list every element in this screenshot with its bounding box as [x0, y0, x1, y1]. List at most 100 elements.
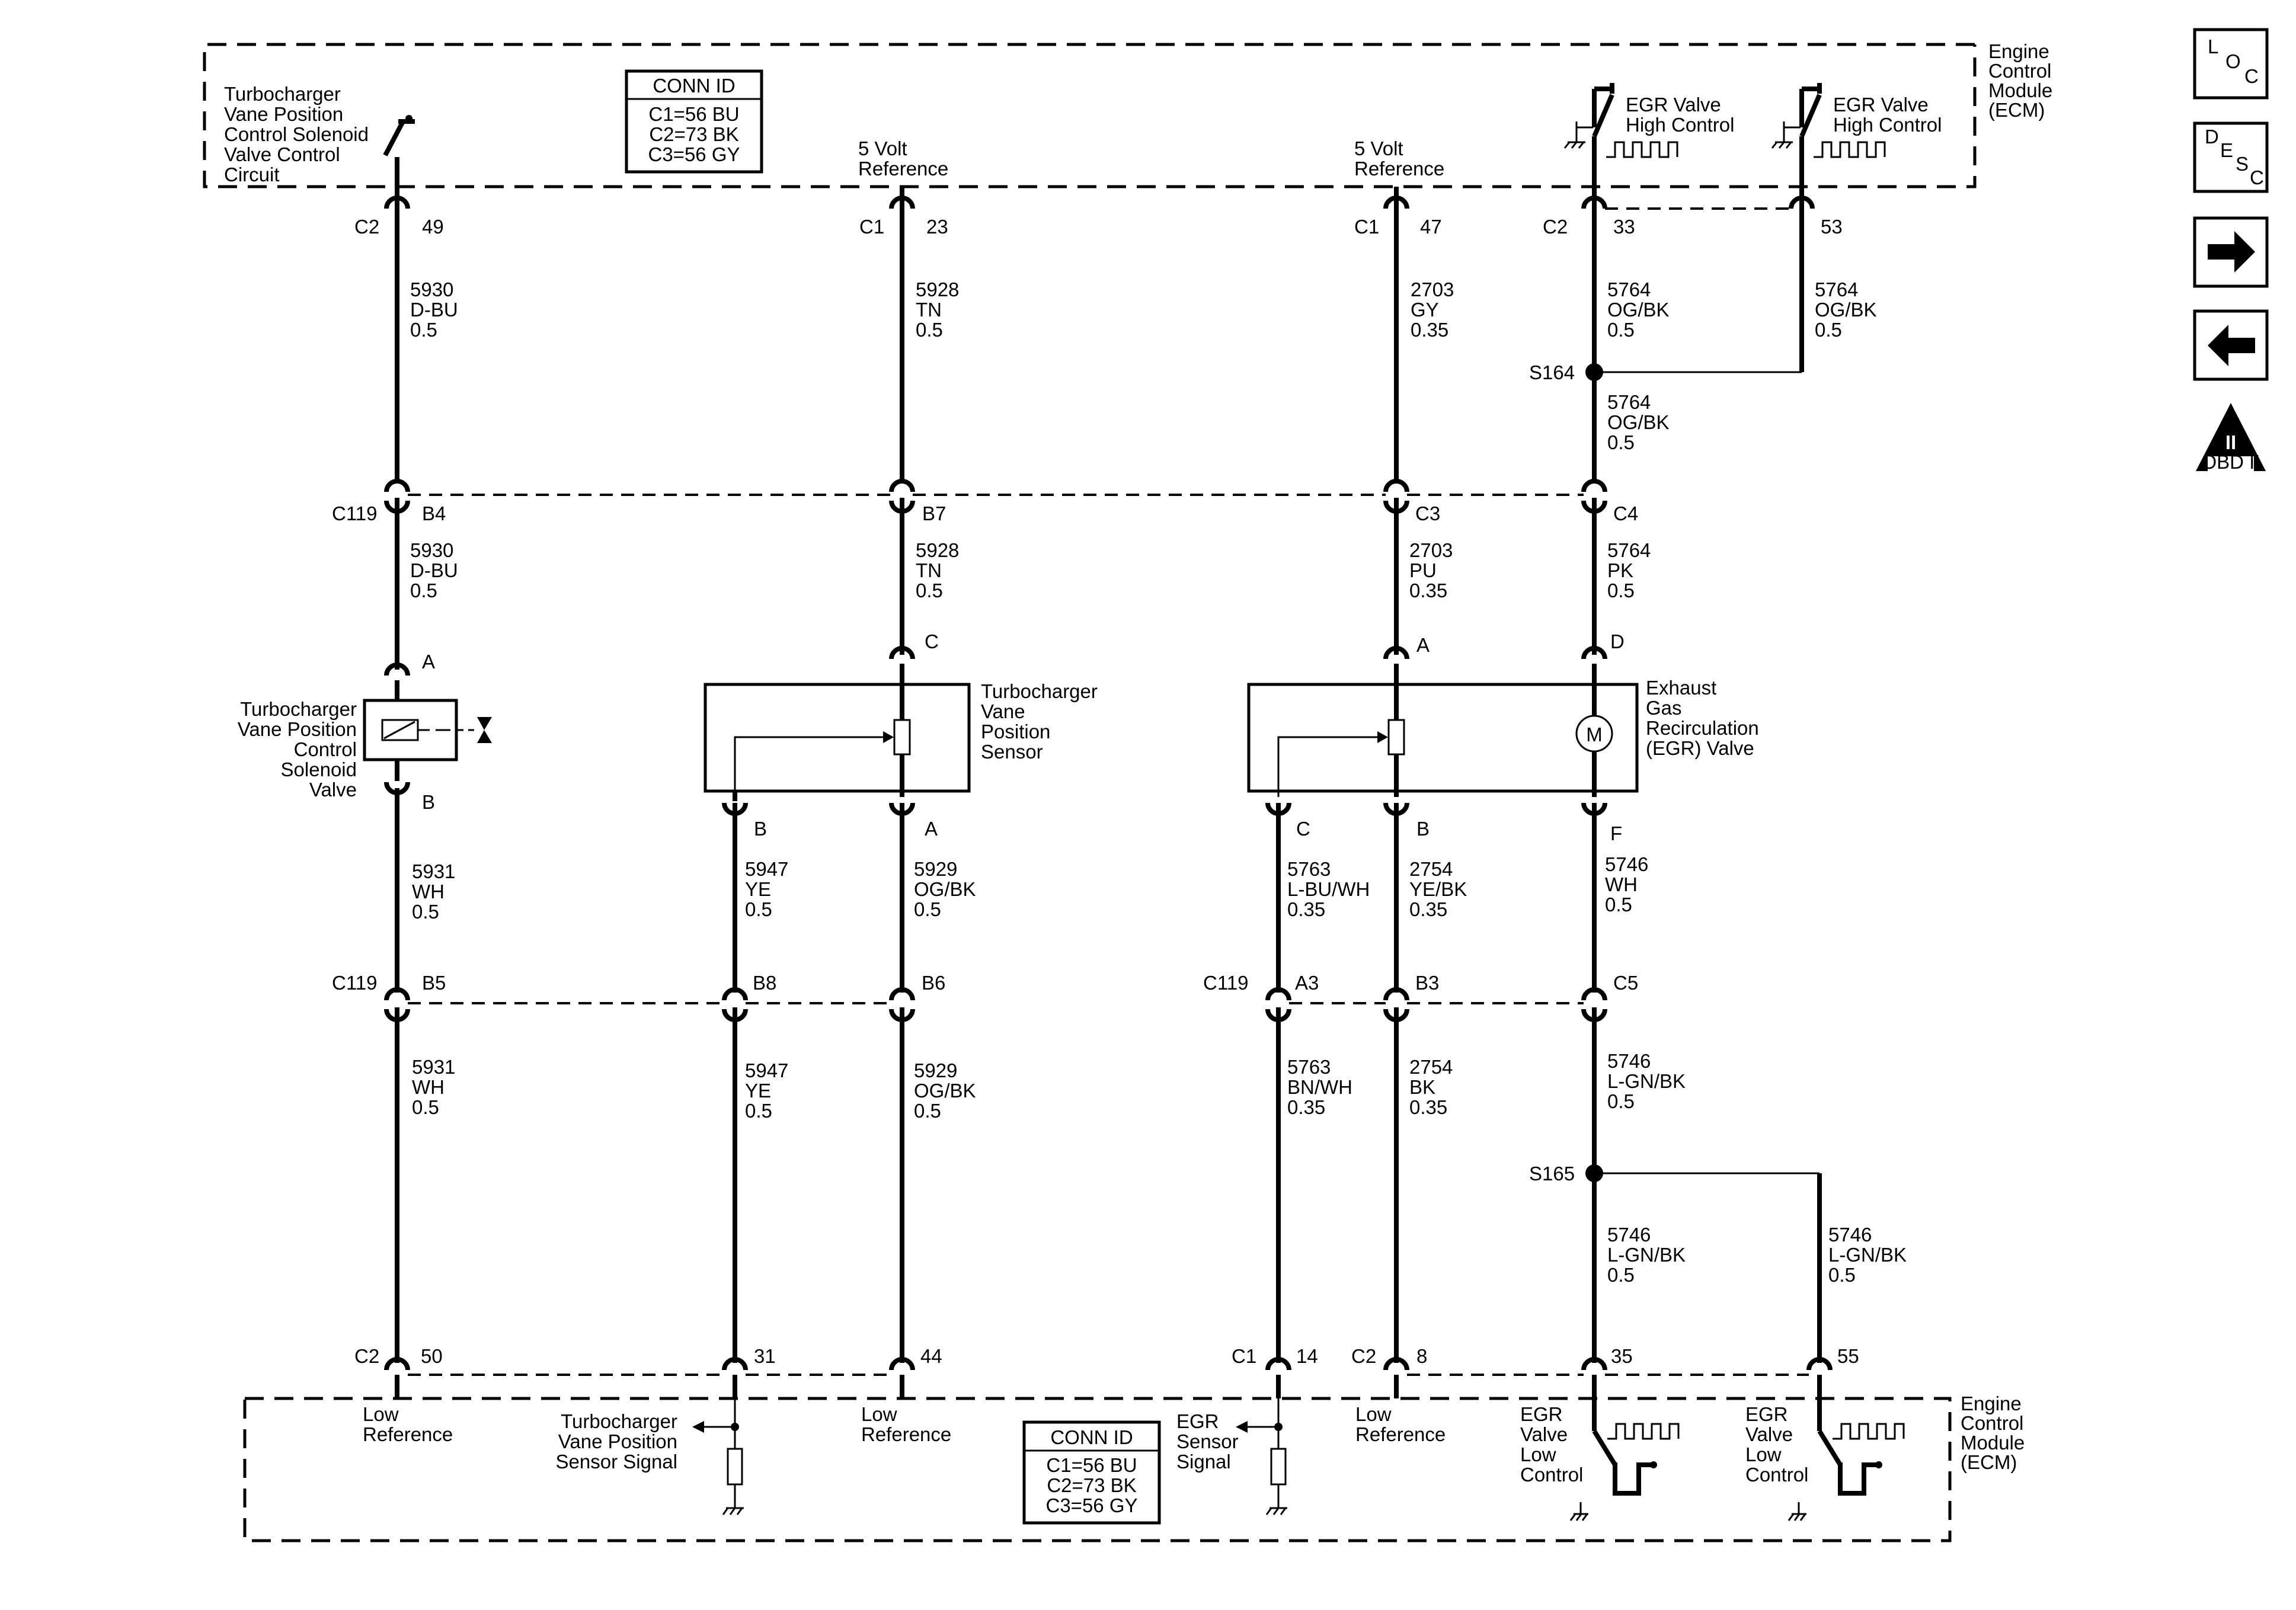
- label-line: 0.35: [1409, 898, 1447, 920]
- label-line: L-GN/BK: [1828, 1244, 1907, 1266]
- label-line: 0.5: [914, 898, 941, 920]
- label-line: 0.5: [745, 898, 772, 920]
- solenoid-pin-a: A: [422, 651, 435, 673]
- label-line: 2754: [1409, 858, 1453, 880]
- label-line: Valve Control: [224, 143, 340, 165]
- nav-desc-e: E: [2220, 139, 2233, 161]
- label-line: Control: [1520, 1464, 1583, 1486]
- label-line: BN/WH: [1287, 1076, 1352, 1098]
- label-line: 0.5: [1815, 319, 1842, 341]
- label-line: 0.35: [1409, 580, 1447, 601]
- label-line: Reference: [861, 1423, 951, 1445]
- egr-valve-pin-f: F: [1610, 822, 1622, 844]
- pin-bottom-w4-num: 35: [1611, 1345, 1633, 1367]
- label-line: 0.35: [1287, 1096, 1325, 1118]
- label-line: 5929: [914, 858, 957, 880]
- nav-loc-button[interactable]: L O C: [2193, 28, 2269, 100]
- nav-desc-c: C: [2250, 167, 2264, 188]
- pin-bottom-w1-num: 50: [421, 1345, 443, 1367]
- vane-sensor-pin-a: A: [925, 818, 938, 840]
- label-line: BK: [1409, 1076, 1435, 1098]
- label-line: 0.35: [1411, 319, 1448, 341]
- pin-top-w5-num: 53: [1821, 216, 1843, 238]
- nav-forward-button[interactable]: [2193, 216, 2269, 288]
- label-line: Circuit: [224, 164, 280, 185]
- label-line: Sensor Signal: [556, 1451, 677, 1473]
- egr-valve-pin-d: D: [1610, 630, 1625, 652]
- obd-roman: II: [2225, 431, 2236, 453]
- label-line: OG/BK: [1607, 411, 1670, 433]
- egr-valve-pin-a: A: [1416, 634, 1430, 656]
- nav-desc-button[interactable]: D E S C: [2193, 121, 2269, 193]
- nav-obd-button[interactable]: II OBD II: [2196, 403, 2266, 473]
- label-line: GY: [1411, 299, 1439, 321]
- label-line: 5947: [745, 1060, 788, 1081]
- label-line: L-GN/BK: [1607, 1244, 1686, 1266]
- c119-bottom-label-right: C119: [1203, 972, 1248, 994]
- c119-top-pin-b4: B4: [422, 502, 446, 524]
- label-line: Module: [1961, 1432, 2025, 1454]
- label-line: 5746: [1828, 1224, 1872, 1246]
- vane-sensor-pin-c: C: [925, 630, 939, 652]
- label-line: WH: [412, 881, 445, 902]
- egr-valve-pin-b: B: [1416, 818, 1430, 840]
- label-line: High Control: [1833, 114, 1942, 136]
- label-line: PK: [1607, 559, 1633, 581]
- label-line: Valve: [1520, 1423, 1568, 1445]
- label-line: High Control: [1626, 114, 1734, 136]
- label-line: Low: [861, 1403, 897, 1425]
- label-line: 5931: [412, 860, 455, 882]
- nav-back-button[interactable]: [2193, 309, 2269, 381]
- label-line: Turbocharger: [224, 83, 341, 105]
- label-line: OG/BK: [1607, 299, 1670, 321]
- pin-top-w4-num: 33: [1613, 216, 1635, 238]
- label-line: Vane Position: [224, 103, 343, 125]
- label-line: 5764: [1607, 391, 1651, 413]
- label-line: WH: [1605, 873, 1638, 895]
- pin-top-w2-conn: C1: [859, 216, 884, 238]
- label-line: C1=56 BU: [1046, 1454, 1137, 1476]
- label-line: 5 Volt: [858, 137, 907, 159]
- nav-loc-o: O: [2225, 50, 2241, 72]
- wires: [395, 187, 1822, 1398]
- label-line: Valve: [309, 779, 357, 801]
- splice-s165: [1585, 1164, 1603, 1182]
- label-line: Signal: [1176, 1451, 1231, 1473]
- label-line: Engine: [1961, 1393, 2022, 1414]
- solenoid-pin-b: B: [422, 791, 435, 813]
- label-line: C3=56 GY: [648, 143, 740, 165]
- label-line: Turbocharger: [981, 680, 1098, 702]
- label-line: 5746: [1607, 1050, 1651, 1072]
- label-line: 5947: [745, 858, 788, 880]
- label-line: 0.5: [916, 580, 943, 601]
- c119-top-pin-b7: B7: [922, 502, 946, 524]
- obd-text: OBD II: [2201, 451, 2260, 473]
- label-line: 2703: [1411, 279, 1454, 300]
